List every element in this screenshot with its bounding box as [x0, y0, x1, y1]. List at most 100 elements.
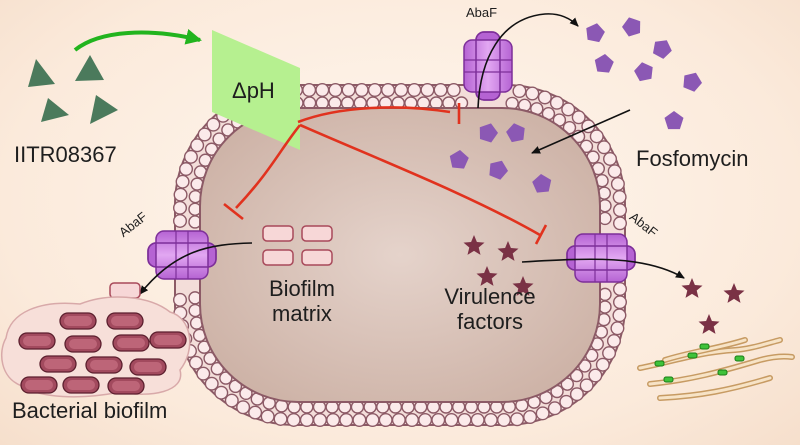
membrane-bead [418, 413, 433, 428]
membrane-bead [610, 176, 625, 191]
fosfomycin-pentagon [532, 174, 552, 193]
biofilm-cell [85, 356, 123, 374]
compound-triangle [90, 95, 118, 124]
membrane-bead [172, 200, 187, 215]
compound-triangle [75, 55, 104, 81]
membrane-bead [224, 393, 239, 408]
membrane-inner-beads [188, 96, 612, 414]
biofilm-cell [39, 355, 77, 373]
virulence-star [476, 266, 498, 286]
membrane-bead [172, 292, 187, 307]
membrane-bead [561, 102, 576, 117]
membrane-bead [354, 82, 369, 97]
biofilm-cell [129, 358, 167, 376]
biofilm-cell [62, 376, 100, 394]
compound-label: IITR08367 [14, 142, 117, 167]
membrane-bead [312, 413, 327, 428]
membrane-bead [190, 138, 205, 153]
membrane-bead [352, 413, 367, 428]
membrane-bead [535, 406, 550, 421]
membrane-bead [214, 385, 229, 400]
membrane-bead [196, 366, 211, 381]
membrane-bead [559, 394, 574, 409]
virulence-star [698, 314, 720, 334]
biofilm-matrix-line-1: Biofilm [268, 276, 335, 301]
membrane-bead [444, 413, 459, 428]
membrane-bead [613, 282, 628, 297]
biofilm-cell [112, 334, 150, 352]
membrane-bead [610, 321, 625, 336]
membrane-bead [219, 371, 233, 385]
membrane-bead [602, 346, 617, 361]
membrane-bead [188, 355, 203, 370]
virulence-star [497, 241, 519, 261]
bacteria-markers [654, 343, 745, 383]
membrane-bead [273, 411, 288, 426]
membrane-bead [595, 357, 610, 372]
matrix-block [301, 225, 333, 242]
membrane-bead [173, 187, 188, 202]
membrane-bead [367, 82, 382, 97]
efflux-arrow-left [139, 242, 253, 295]
biofilm-cell [107, 377, 145, 395]
membrane-bead [183, 149, 198, 164]
fosfomycin-pentagon [449, 150, 469, 169]
membrane-bead [221, 123, 235, 137]
fosfomycin-entry-arrow [531, 109, 631, 154]
compound-entry-arrow [73, 28, 202, 52]
bacteria-marker [663, 376, 674, 383]
membrane-bead [537, 90, 552, 105]
membrane-bead [512, 84, 527, 99]
cytoplasm [199, 107, 601, 403]
membrane-bead [381, 82, 396, 97]
membrane-bead [315, 82, 330, 97]
virulence-star [512, 276, 534, 296]
virulence-line-1: Virulence [444, 284, 536, 309]
membrane-bead [404, 413, 419, 428]
biofilm-cell [64, 335, 102, 353]
membrane-bead [236, 400, 251, 415]
biofilm-cell [59, 312, 97, 330]
membrane-bead [569, 368, 584, 383]
membrane-bead [612, 308, 627, 323]
delta-ph-box [212, 30, 300, 150]
membrane-bead [204, 376, 219, 391]
membrane-bead [433, 82, 448, 97]
bacteria-marker [687, 352, 698, 359]
membrane-bead [483, 413, 498, 428]
membrane-bead [569, 387, 584, 402]
compound-triangles [28, 55, 118, 124]
membrane-bead [394, 82, 409, 97]
biofilm-cells [18, 312, 187, 395]
membrane-bead [286, 412, 301, 427]
abaf-pump-top [463, 31, 513, 101]
abaf-pump-left [147, 230, 217, 280]
membrane-bead [248, 405, 263, 420]
virulence-star [681, 278, 703, 298]
membrane-bead [326, 413, 341, 428]
membrane-bead [589, 129, 604, 144]
bacteria-marker [699, 343, 710, 350]
membrane-bead [597, 140, 612, 155]
membrane-bead [378, 413, 393, 428]
membrane-bead [613, 203, 628, 218]
biofilm-matrix-blocks [109, 225, 333, 299]
fosfomycin-pentagon [489, 160, 508, 180]
membrane-bead [549, 95, 564, 110]
membrane-bead [607, 164, 622, 179]
efflux-arrow-right [521, 258, 685, 279]
membrane-bead [299, 413, 314, 428]
membrane-bead [328, 82, 343, 97]
biofilm-cell [106, 312, 144, 330]
membrane-bead [365, 413, 380, 428]
membrane-bead [431, 413, 446, 428]
virulence-star [723, 283, 745, 303]
abaf-label-top: AbaF [466, 5, 498, 20]
membrane-bead [525, 86, 540, 101]
extracellular-bacteria [637, 337, 795, 401]
biofilm-matrix-line-2: matrix [272, 301, 332, 326]
membrane-bead [612, 190, 627, 205]
inhibition-lines [223, 103, 548, 245]
compound-triangle [28, 59, 55, 87]
